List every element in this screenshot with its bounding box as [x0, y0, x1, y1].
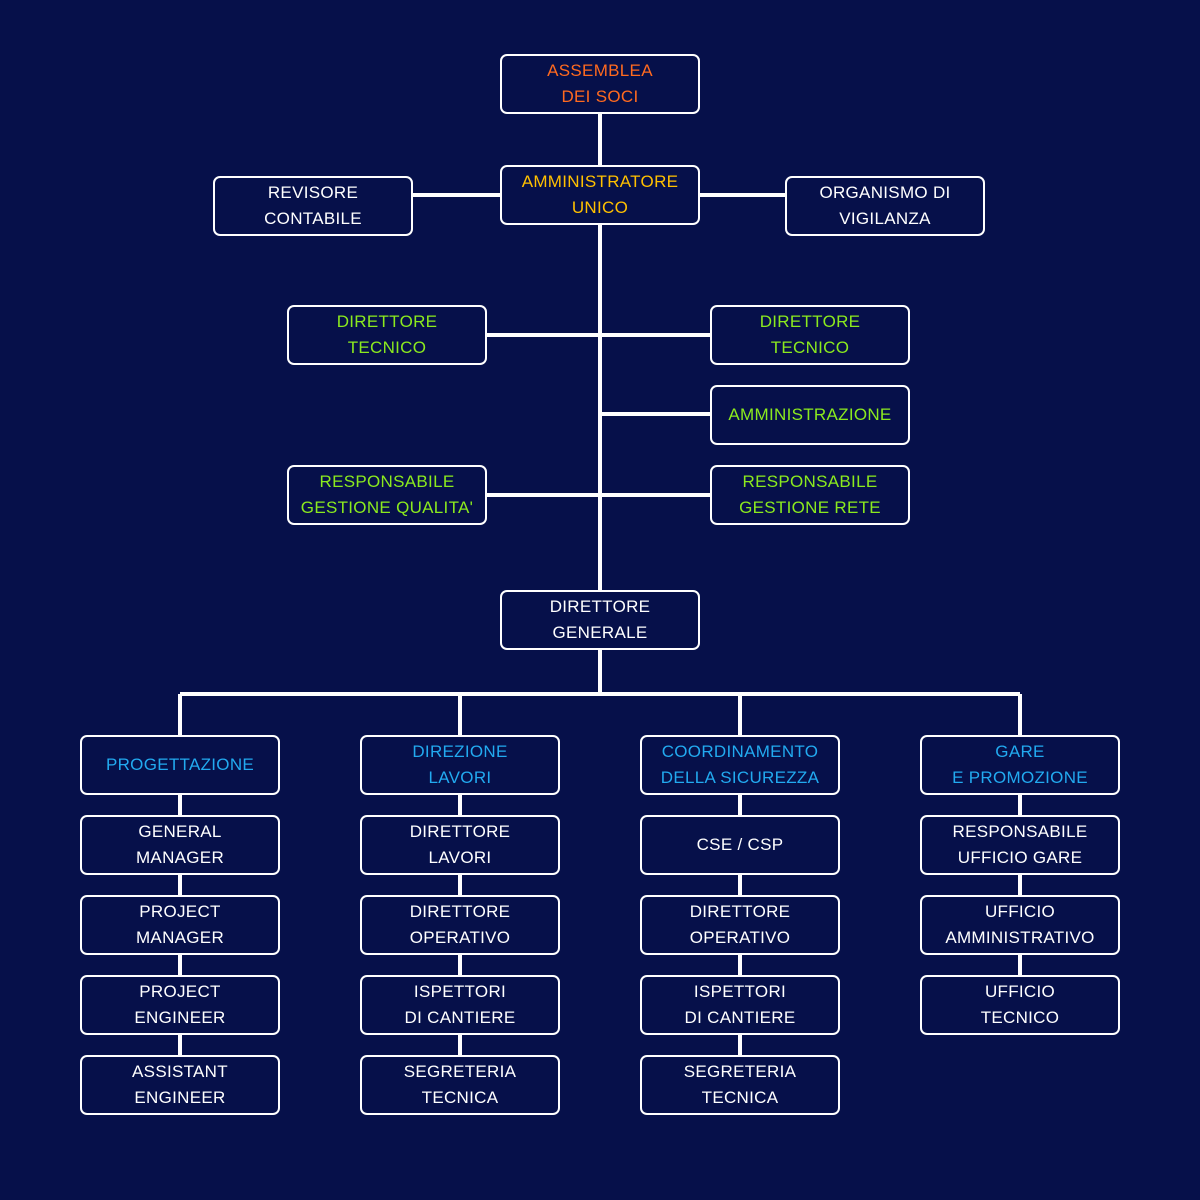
direttore-generale-box: DIRETTORE GENERALE: [500, 590, 700, 650]
department-coordinamento-sicurezza: COORDINAMENTO DELLA SICUREZZA: [640, 735, 840, 795]
department-direzione-lavori: DIREZIONE LAVORI: [360, 735, 560, 795]
assemblea-soci-box: ASSEMBLEA DEI SOCI: [500, 54, 700, 114]
role-box: SEGRETERIA TECNICA: [640, 1055, 840, 1115]
role-box: DIRETTORE LAVORI: [360, 815, 560, 875]
role-box: CSE / CSP: [640, 815, 840, 875]
department-gare-promozione: GARE E PROMOZIONE: [920, 735, 1120, 795]
role-box: PROJECT MANAGER: [80, 895, 280, 955]
role-box: DIRETTORE OPERATIVO: [360, 895, 560, 955]
role-box: UFFICIO TECNICO: [920, 975, 1120, 1035]
role-box: PROJECT ENGINEER: [80, 975, 280, 1035]
direttore-tecnico-left-box: DIRETTORE TECNICO: [287, 305, 487, 365]
role-box: GENERAL MANAGER: [80, 815, 280, 875]
department-progettazione: PROGETTAZIONE: [80, 735, 280, 795]
responsabile-rete-box: RESPONSABILE GESTIONE RETE: [710, 465, 910, 525]
role-box: ISPETTORI DI CANTIERE: [360, 975, 560, 1035]
amministrazione-box: AMMINISTRAZIONE: [710, 385, 910, 445]
organismo-vigilanza-box: ORGANISMO DI VIGILANZA: [785, 176, 985, 236]
role-box: UFFICIO AMMINISTRATIVO: [920, 895, 1120, 955]
responsabile-qualita-box: RESPONSABILE GESTIONE QUALITA': [287, 465, 487, 525]
role-box: DIRETTORE OPERATIVO: [640, 895, 840, 955]
role-box: ISPETTORI DI CANTIERE: [640, 975, 840, 1035]
direttore-tecnico-right-box: DIRETTORE TECNICO: [710, 305, 910, 365]
role-box: SEGRETERIA TECNICA: [360, 1055, 560, 1115]
role-box: ASSISTANT ENGINEER: [80, 1055, 280, 1115]
role-box: RESPONSABILE UFFICIO GARE: [920, 815, 1120, 875]
revisore-contabile-box: REVISORE CONTABILE: [213, 176, 413, 236]
amministratore-unico-box: AMMINISTRATORE UNICO: [500, 165, 700, 225]
